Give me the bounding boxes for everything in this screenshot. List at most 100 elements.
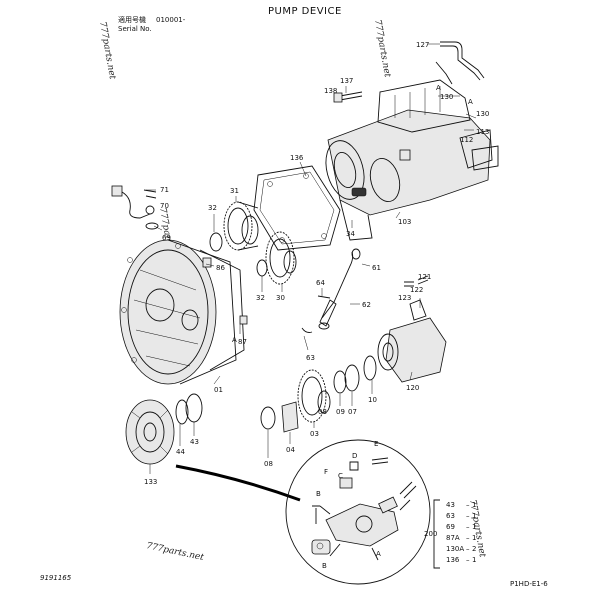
callout-70: 70 (160, 202, 169, 210)
bolt-123 (404, 281, 414, 287)
gasket-136 (253, 165, 341, 251)
callout-62: 62 (362, 301, 371, 309)
watermark-1: 777parts.net (97, 21, 117, 81)
leader-lines (146, 43, 477, 474)
kit-number: 200 (424, 530, 437, 538)
sensor-harness (111, 185, 159, 230)
callout-03: 03 (310, 430, 319, 438)
kit-item-qty: 1 (472, 512, 476, 520)
callout-D: D (352, 452, 357, 460)
callout-103: 103 (398, 218, 411, 226)
kit-bracket (433, 499, 440, 569)
pipe-127 (440, 41, 485, 79)
kit-item-part: 136 (446, 556, 460, 564)
ring-09 (333, 370, 347, 394)
detail-leader (175, 464, 301, 502)
callout-08: 08 (264, 460, 273, 468)
footer-left-code: 9191165 (40, 574, 72, 582)
callout-08: 08 (318, 408, 327, 416)
callout-A: A (232, 336, 237, 344)
gear-31 (223, 201, 259, 251)
tube-62 (319, 299, 337, 327)
callout-F: F (324, 468, 328, 476)
callout-32: 32 (208, 204, 217, 212)
plug-86 (202, 257, 212, 268)
callout-labels: 127 137 138 130 130 113 112 136 103 71 7… (144, 41, 489, 570)
callout-123: 123 (398, 294, 411, 302)
callout-137: 137 (340, 77, 353, 85)
serial-range: 010001- (156, 16, 186, 24)
watermark-4: 777parts.net (467, 499, 487, 559)
kit-item-qty: 1 (472, 534, 476, 542)
callout-64: 64 (316, 279, 325, 287)
svg-text:–: – (466, 545, 470, 553)
ring-07 (344, 364, 360, 392)
callout-44: 44 (176, 448, 185, 456)
callout-31: 31 (230, 187, 239, 195)
callout-130: 130 (476, 110, 489, 118)
gear-03 (297, 369, 331, 423)
callout-130: 130 (440, 93, 453, 101)
svg-text:–: – (466, 534, 470, 542)
kit-item-qty: 2 (472, 545, 476, 553)
ring-43 (185, 393, 203, 423)
ring-32b (256, 259, 268, 277)
ring-32a (209, 232, 223, 252)
callout-61: 61 (372, 264, 381, 272)
svg-text:–: – (466, 523, 470, 531)
svg-text:–: – (466, 512, 470, 520)
callout-01: 01 (214, 386, 223, 394)
kit-list: 43 – 1 63 – 1 69 – 1 87A – 1 130A – 2 13… (446, 501, 476, 564)
ring-10 (363, 355, 377, 381)
callout-A: A (436, 84, 441, 92)
gear-30 (265, 231, 297, 285)
callout-32: 32 (256, 294, 265, 302)
callout-122: 122 (410, 286, 423, 294)
callout-86: 86 (216, 264, 225, 272)
callout-A: A (376, 550, 381, 558)
callout-04: 04 (286, 446, 295, 454)
kit-item-qty: 1 (472, 556, 476, 564)
kit-item-part: 69 (446, 523, 455, 531)
clip-63 (301, 327, 313, 333)
callout-B: B (316, 490, 321, 498)
serial-label: Serial No. (118, 25, 152, 33)
shaft-04 (281, 401, 299, 433)
callout-120: 120 (406, 384, 419, 392)
plug-87 (239, 315, 248, 325)
kit-item-part: 43 (446, 501, 455, 509)
callout-10: 10 (368, 396, 377, 404)
ring-44 (175, 399, 189, 425)
svg-text:–: – (466, 501, 470, 509)
svg-text:–: – (466, 556, 470, 564)
pump-body-103 (325, 79, 499, 241)
callout-34: 34 (346, 230, 355, 238)
watermark-2: 777parts.net (372, 19, 392, 79)
callout-136: 136 (290, 154, 304, 162)
callout-43: 43 (190, 438, 199, 446)
callout-63: 63 (306, 354, 315, 362)
housing-01 (119, 239, 245, 385)
callout-C: C (338, 472, 343, 480)
callout-30: 30 (276, 294, 285, 302)
watermark-5: 777parts.net (145, 541, 205, 563)
page-title: PUMP DEVICE (268, 6, 342, 17)
applicable-model-label: 適用号機 (118, 15, 146, 24)
callout-121: 121 (418, 273, 431, 281)
callout-B: B (322, 562, 327, 570)
callout-07: 07 (348, 408, 357, 416)
kit-item-part: 130A (446, 545, 464, 553)
coupling-133 (125, 399, 175, 465)
bearing-08 (260, 406, 276, 430)
pump-120 (377, 299, 447, 383)
kit-item-qty: 1 (472, 523, 476, 531)
kit-item-qty: 1 (472, 501, 476, 509)
bolt-64 (317, 295, 331, 299)
callout-69: 69 (162, 234, 171, 242)
callout-87: 87 (238, 338, 247, 346)
bolt-137 (339, 91, 363, 101)
bolt-121 (417, 275, 429, 285)
callout-A: A (468, 98, 473, 106)
